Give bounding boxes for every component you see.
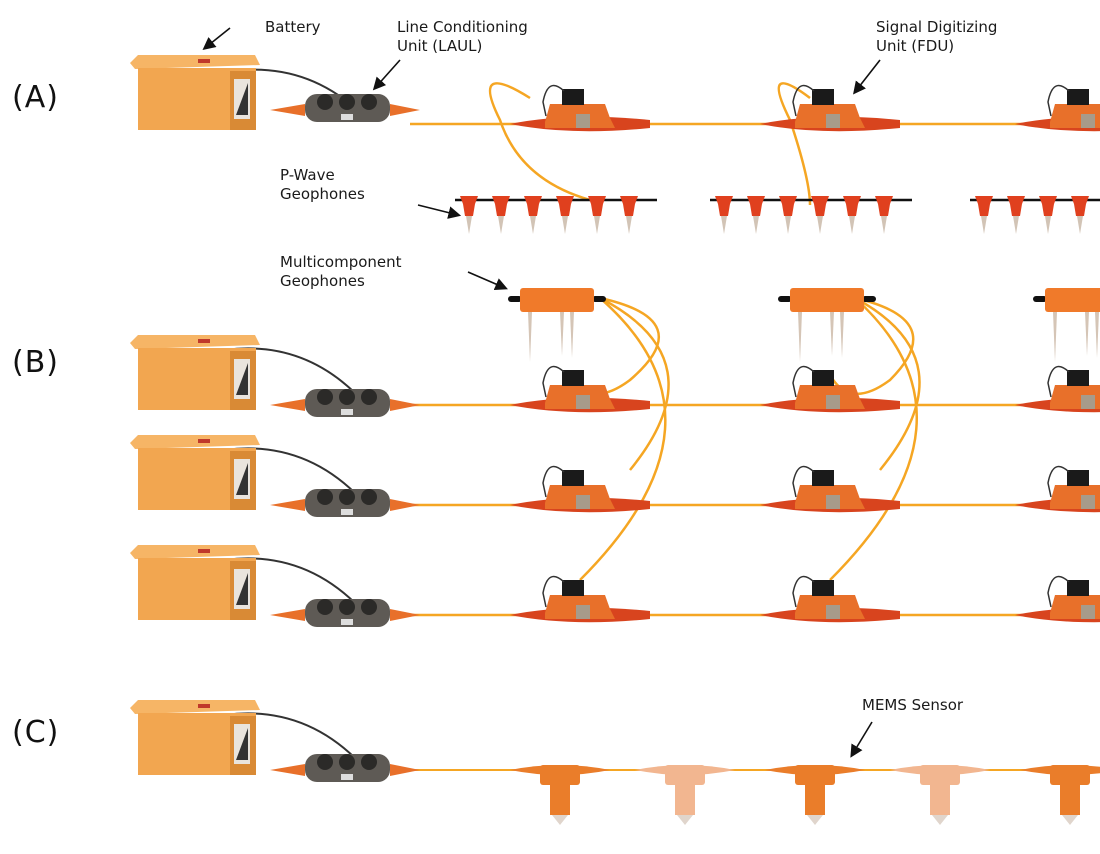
battery-callout: Battery <box>265 18 321 36</box>
multicomponent-geophone-b2 <box>778 288 876 362</box>
fdu-a2-geophone-cable <box>777 82 812 206</box>
p-wave-geophone <box>715 196 733 216</box>
fdu-callout-line2: Unit (FDU) <box>876 37 955 55</box>
fdu-a3 <box>1015 84 1100 132</box>
fdu-a2 <box>760 84 900 132</box>
battery-a <box>130 55 260 130</box>
p-wave-geophone <box>843 196 861 216</box>
fdu-b2-1 <box>510 465 650 513</box>
section-label-b: (B) <box>12 345 59 380</box>
multicomponent-geophone-b1 <box>508 288 606 362</box>
mems-arrow <box>850 721 873 758</box>
laul-callout-line2: Unit (LAUL) <box>397 37 483 55</box>
fdu-b2-2 <box>760 465 900 513</box>
p-wave-geophone <box>811 196 829 216</box>
mems-callout: MEMS Sensor <box>862 696 964 714</box>
laul-arrow <box>372 59 401 91</box>
p-wave-array-a1 <box>455 196 657 234</box>
multi-b2-cable-2 <box>854 296 921 471</box>
p-wave-array-a2 <box>710 196 912 234</box>
battery-b3 <box>130 545 260 620</box>
fdu-callout-line1: Signal Digitizing <box>876 18 998 36</box>
p-wave-geophone <box>588 196 606 216</box>
fdu-a1-geophone-cable <box>488 82 591 202</box>
p-wave-geophone <box>524 196 542 216</box>
p-wave-array-a3 <box>970 196 1100 234</box>
laul-b3 <box>270 599 420 627</box>
fdu-a1 <box>510 84 650 132</box>
p-wave-geophone <box>460 196 478 216</box>
mems-sensor-2 <box>635 765 735 825</box>
fdu-b3-3 <box>1015 575 1100 623</box>
multi-callout-line2: Geophones <box>280 272 365 290</box>
p-wave-geophone <box>1039 196 1057 216</box>
laul-b1 <box>270 389 420 417</box>
fdu-b1-2 <box>760 365 900 413</box>
pwave-callout-line2: Geophones <box>280 185 365 203</box>
fdu-b3-1 <box>510 575 650 623</box>
p-wave-geophone <box>975 196 993 216</box>
battery-c <box>130 700 260 775</box>
fdu-b1-3 <box>1015 365 1100 413</box>
p-wave-geophone <box>620 196 638 216</box>
section-label-a: (A) <box>12 80 59 115</box>
mems-sensor-4 <box>890 765 990 825</box>
p-wave-geophone <box>747 196 765 216</box>
battery-arrow <box>202 27 231 50</box>
fdu-arrow <box>853 59 881 95</box>
p-wave-geophone <box>492 196 510 216</box>
mems-sensor-3 <box>765 765 865 825</box>
laul-c <box>270 754 420 782</box>
fdu-b3-2 <box>760 575 900 623</box>
p-wave-geophone <box>1007 196 1025 216</box>
p-wave-geophone <box>1071 196 1089 216</box>
laul-b2 <box>270 489 420 517</box>
p-wave-geophone <box>556 196 574 216</box>
p-wave-geophone <box>875 196 893 216</box>
fdu-b2-3 <box>1015 465 1100 513</box>
multi-callout-line1: Multicomponent <box>280 253 402 271</box>
battery-b2 <box>130 435 260 510</box>
laul-a <box>270 94 420 122</box>
mems-sensor-5 <box>1020 765 1100 825</box>
pwave-arrow <box>417 204 462 219</box>
fdu-b1-1 <box>510 365 650 413</box>
multi-b2-cable-3 <box>829 297 919 581</box>
multi-arrow <box>467 271 508 291</box>
laul-callout-line1: Line Conditioning <box>397 18 528 36</box>
multi-b1-cable-3 <box>579 297 667 581</box>
mems-sensor-1 <box>510 765 610 825</box>
multi-b1-cable-2 <box>599 296 670 471</box>
section-label-c: (C) <box>12 715 60 750</box>
battery-b1 <box>130 335 260 410</box>
pwave-callout-line1: P-Wave <box>280 166 335 184</box>
p-wave-geophone <box>779 196 797 216</box>
multicomponent-geophone-b3 <box>1033 288 1100 362</box>
